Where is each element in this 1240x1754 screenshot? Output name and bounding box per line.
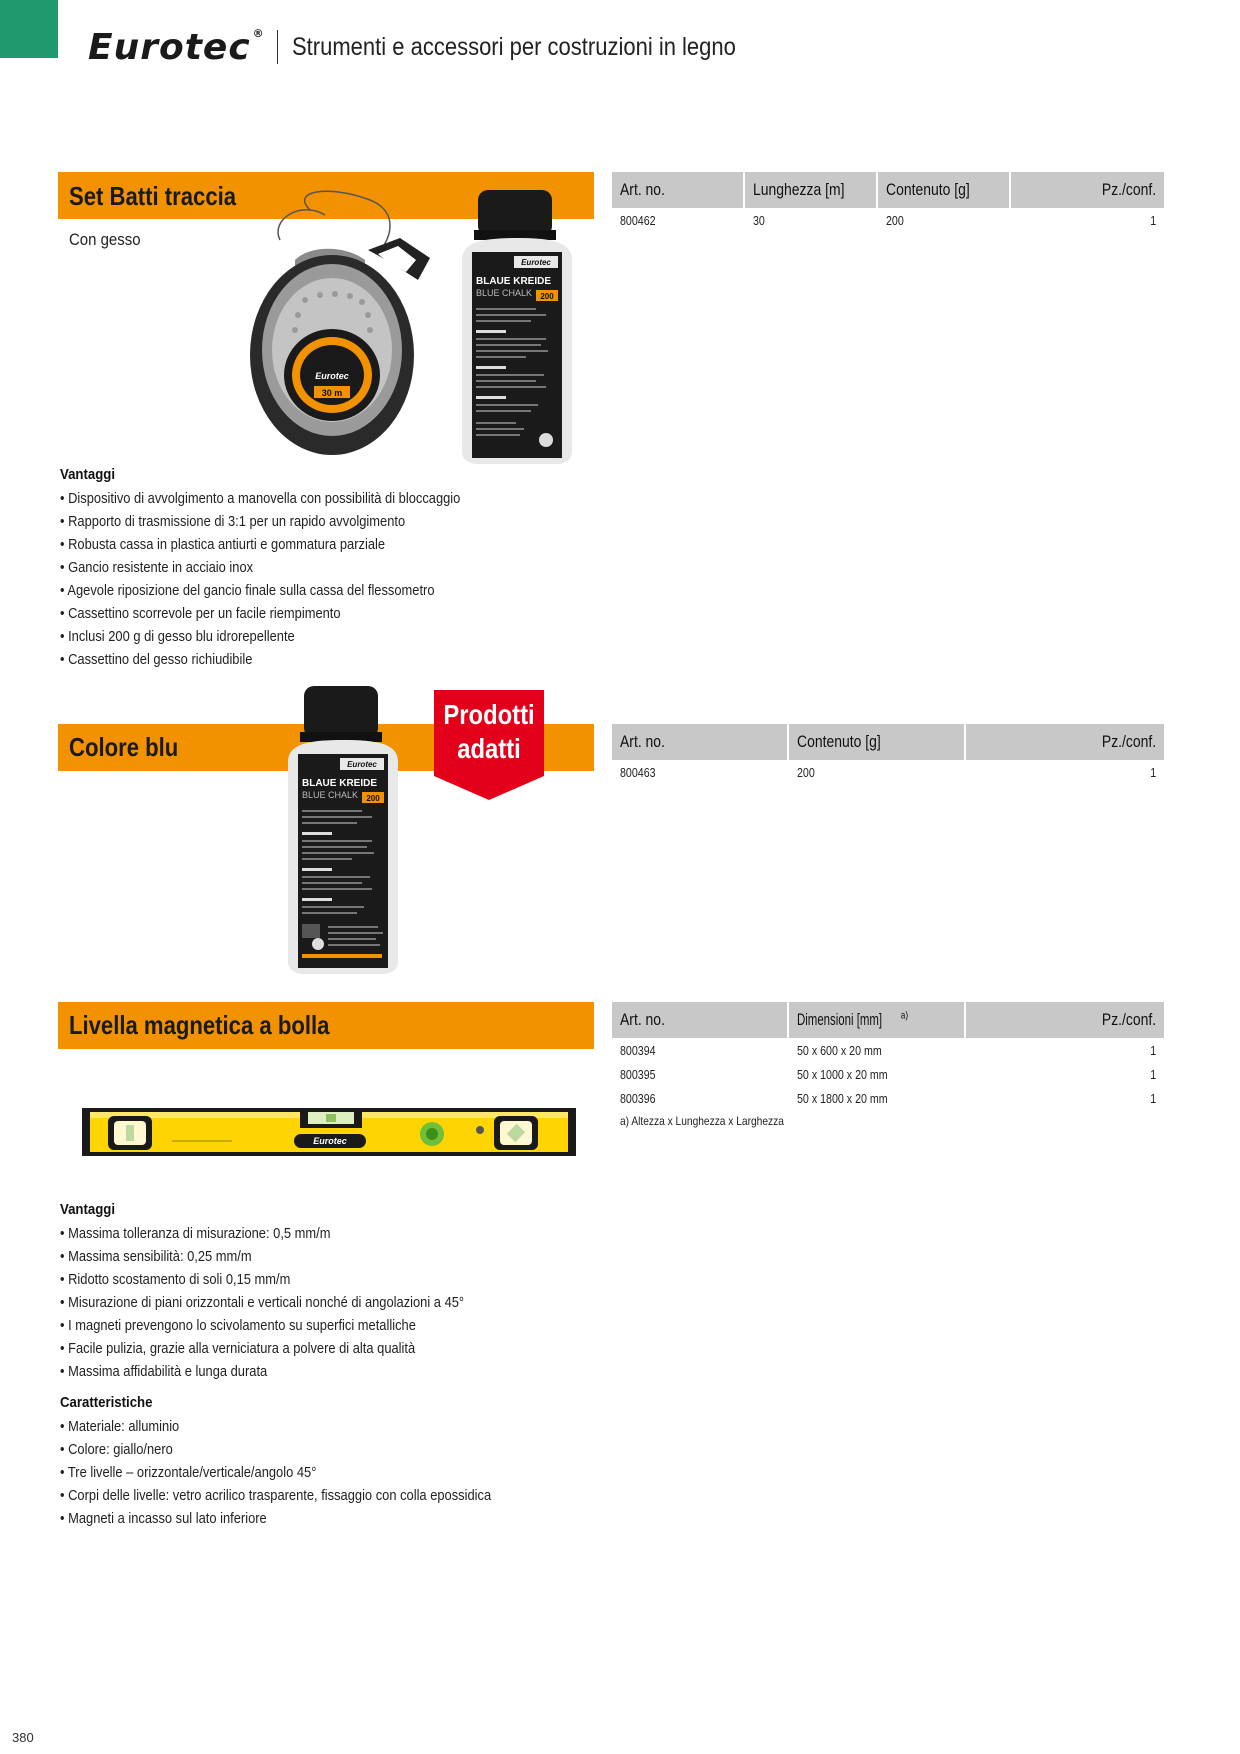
cell-art-no: 800394 xyxy=(620,1042,656,1058)
list-item: Cassettino scorrevole per un facile riem… xyxy=(60,602,460,625)
table-row: 800396 50 x 1800 x 20 mm 1 xyxy=(612,1086,1164,1110)
list-item: Massima affidabilità e lunga durata xyxy=(60,1360,464,1383)
cell-pz-conf: 1 xyxy=(1150,1042,1156,1058)
eurotec-logo: Eurotec® xyxy=(88,26,265,68)
cell-contenuto: 200 xyxy=(886,212,904,228)
list-item: Rapporto di trasmissione di 3:1 per un r… xyxy=(60,510,460,533)
bottle2-brand-label: Eurotec xyxy=(347,760,377,769)
page-number: 380 xyxy=(12,1730,34,1745)
list-item: Ridotto scostamento di soli 0,15 mm/m xyxy=(60,1268,464,1291)
table-row: 800394 50 x 600 x 20 mm 1 xyxy=(612,1038,1164,1062)
section3-caratteristiche: Caratteristiche Materiale: alluminio Col… xyxy=(60,1394,561,1530)
reel-brand-label: Eurotec xyxy=(315,371,349,381)
cell-pz-conf: 1 xyxy=(1150,212,1156,228)
chalk-line-reel-image: Eurotec 30 m xyxy=(250,190,430,455)
bottle1-subtitle-label: BLUE CHALK xyxy=(476,288,532,298)
table-header-row: Art. no. Lunghezza [m] Contenuto [g] Pz.… xyxy=(612,172,1164,208)
list-item: Inclusi 200 g di gesso blu idrorepellent… xyxy=(60,625,460,648)
spirit-level-image: Eurotec xyxy=(82,1108,576,1156)
section1-title: Set Batti traccia xyxy=(69,181,237,211)
bottle1-brand-label: Eurotec xyxy=(521,258,551,267)
list-item: Magneti a incasso sul lato inferiore xyxy=(60,1507,491,1530)
section3-title: Livella magnetica a bolla xyxy=(69,1010,330,1040)
level-brand-label: Eurotec xyxy=(313,1136,347,1146)
cell-pz-conf: 1 xyxy=(1150,1090,1156,1106)
badge-line2: adatti xyxy=(457,733,521,764)
list-item: Agevole riposizione del gancio finale su… xyxy=(60,579,460,602)
cell-art-no: 800463 xyxy=(620,764,656,780)
reel-length-label: 30 m xyxy=(322,388,343,398)
list-item: Robusta cassa in plastica antiurti e gom… xyxy=(60,533,460,556)
caratteristiche-title: Caratteristiche xyxy=(60,1394,153,1411)
list-item: Colore: giallo/nero xyxy=(60,1438,491,1461)
list-item: Misurazione di piani orizzontali e verti… xyxy=(60,1291,464,1314)
list-item: Corpi delle livelle: vetro acrilico tras… xyxy=(60,1484,491,1507)
table-header-row: Art. no. Dimensioni [mm]a) Pz./conf. xyxy=(612,1002,1164,1038)
col-header-pz-conf: Pz./conf. xyxy=(966,1002,1164,1038)
section1-subtitle: Con gesso xyxy=(69,230,141,249)
list-item: Cassettino del gesso richiudibile xyxy=(60,648,460,671)
section3-table: Art. no. Dimensioni [mm]a) Pz./conf. 800… xyxy=(612,1002,1164,1110)
blue-chalk-bottle-image-2: Eurotec BLAUE KREIDE BLUE CHALK 200 xyxy=(288,686,398,974)
section3-vantaggi: Vantaggi Massima tolleranza di misurazio… xyxy=(60,1201,530,1383)
section2-table: Art. no. Contenuto [g] Pz./conf. 800463 … xyxy=(612,724,1164,784)
list-item: Dispositivo di avvolgimento a manovella … xyxy=(60,487,460,510)
prodotti-adatti-badge: Prodotti adatti xyxy=(434,690,544,800)
col-header-art-no: Art. no. xyxy=(612,1002,789,1038)
col-header-art-no: Art. no. xyxy=(612,724,789,760)
cell-pz-conf: 1 xyxy=(1150,764,1156,780)
list-item: Gancio resistente in acciaio inox xyxy=(60,556,460,579)
badge-line1: Prodotti xyxy=(443,699,535,730)
vantaggi-title: Vantaggi xyxy=(60,1201,116,1218)
bottle2-title-label: BLAUE KREIDE xyxy=(302,778,377,789)
bottle1-title-label: BLAUE KREIDE xyxy=(476,276,551,287)
corner-tab xyxy=(0,0,58,58)
blue-chalk-bottle-image: Eurotec BLAUE KREIDE BLUE CHALK 200 xyxy=(462,190,572,464)
cell-dimensioni: 50 x 1000 x 20 mm xyxy=(797,1066,888,1082)
list-item: Massima sensibilità: 0,25 mm/m xyxy=(60,1245,464,1268)
vantaggi-title: Vantaggi xyxy=(60,466,116,483)
bottle2-amount-label: 200 xyxy=(366,794,380,803)
header-title: Strumenti e accessori per costruzioni in… xyxy=(291,32,736,61)
list-item: Massima tolleranza di misurazione: 0,5 m… xyxy=(60,1222,464,1245)
bottle2-subtitle-label: BLUE CHALK xyxy=(302,790,358,800)
table-row: 800462 30 200 1 xyxy=(612,208,1164,232)
section2-title: Colore blu xyxy=(69,732,179,762)
col-header-dimensioni: Dimensioni [mm]a) xyxy=(789,1002,966,1038)
page-header: Eurotec® Strumenti e accessori per costr… xyxy=(88,22,796,72)
col-header-contenuto: Contenuto [g] xyxy=(789,724,966,760)
table-header-row: Art. no. Contenuto [g] Pz./conf. xyxy=(612,724,1164,760)
section3-band xyxy=(58,1002,594,1049)
table-row: 800463 200 1 xyxy=(612,760,1164,784)
col-header-pz-conf: Pz./conf. xyxy=(966,724,1164,760)
cell-dimensioni: 50 x 1800 x 20 mm xyxy=(797,1090,888,1106)
section3-footnote: a) Altezza x Lunghezza x Larghezza xyxy=(620,1114,784,1128)
cell-art-no: 800462 xyxy=(620,212,656,228)
cell-lunghezza: 30 xyxy=(753,212,765,228)
list-item: Materiale: alluminio xyxy=(60,1415,491,1438)
badge-arrow-icon xyxy=(434,776,544,800)
table-row: 800395 50 x 1000 x 20 mm 1 xyxy=(612,1062,1164,1086)
col-header-pz-conf: Pz./conf. xyxy=(1011,172,1164,208)
list-item: I magneti prevengono lo scivolamento su … xyxy=(60,1314,464,1337)
col-header-lunghezza: Lunghezza [m] xyxy=(745,172,878,208)
bottle1-amount-label: 200 xyxy=(540,292,554,301)
section1-table: Art. no. Lunghezza [m] Contenuto [g] Pz.… xyxy=(612,172,1164,232)
header-separator xyxy=(276,30,278,64)
cell-contenuto: 200 xyxy=(797,764,815,780)
list-item: Facile pulizia, grazie alla verniciatura… xyxy=(60,1337,464,1360)
list-item: Tre livelle – orizzontale/verticale/ango… xyxy=(60,1461,491,1484)
cell-dimensioni: 50 x 600 x 20 mm xyxy=(797,1042,882,1058)
col-header-contenuto: Contenuto [g] xyxy=(878,172,1011,208)
cell-pz-conf: 1 xyxy=(1150,1066,1156,1082)
col-header-art-no: Art. no. xyxy=(612,172,745,208)
cell-art-no: 800396 xyxy=(620,1090,656,1106)
section1-vantaggi: Vantaggi Dispositivo di avvolgimento a m… xyxy=(60,466,526,671)
cell-art-no: 800395 xyxy=(620,1066,656,1082)
